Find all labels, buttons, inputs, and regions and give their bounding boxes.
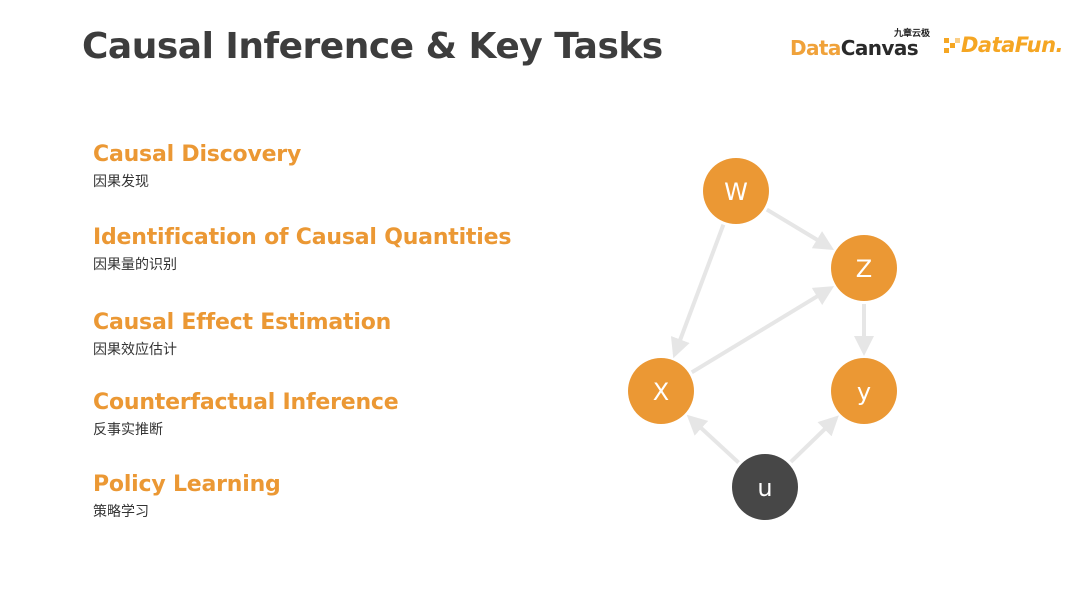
node-y: y [831,358,897,424]
node-label: X [653,378,669,406]
edge-u-to-y [789,415,839,464]
graph-edges [670,207,874,465]
edge-X-to-Z [690,286,835,375]
node-circle [831,235,897,301]
task-item: Identification of Causal Quantities 因果量的… [93,223,511,275]
task-subtitle: 策略学习 [93,504,149,520]
node-label: W [724,178,748,206]
datafun-pixel-icon [944,38,960,54]
task-title: Policy Learning [93,472,281,497]
task-item: Causal Effect Estimation 因果效应估计 [93,308,391,360]
task-title: Causal Discovery [93,142,302,167]
task-subtitle: 因果量的识别 [93,257,177,273]
node-Z: Z [831,235,897,301]
datacanvas-logo-chinese: 九章云极 [893,29,930,39]
task-title: Causal Effect Estimation [93,310,392,335]
task-item: Policy Learning 策略学习 [93,470,281,522]
datafun-logo-text: DataFun. [961,33,1064,57]
task-item: Causal Discovery 因果发现 [93,140,301,192]
datafun-logo: DataFun. [944,32,1074,64]
task-title: Counterfactual Inference [93,390,399,415]
datacanvas-logo-data: Data [790,36,841,60]
task-subtitle: 因果发现 [93,174,149,190]
datacanvas-logo-wordmark: DataCanvas [790,36,919,60]
task-item: Counterfactual Inference 反事实推断 [93,388,399,440]
datacanvas-logo-canvas: Canvas [840,36,919,60]
node-label: y [857,378,871,406]
edge-W-to-Z [765,207,835,250]
node-circle [703,158,769,224]
node-X: X [628,358,694,424]
node-W: W [703,158,769,224]
edge-u-to-X [686,414,740,465]
node-label: Z [856,255,872,283]
task-subtitle: 反事实推断 [93,422,163,438]
node-circle [628,358,694,424]
node-circle [831,358,897,424]
edge-W-to-X [670,224,726,359]
task-title: Identification of Causal Quantities [93,225,512,250]
node-label: u [757,474,772,502]
node-circle [732,454,798,520]
slide-title: Causal Inference & Key Tasks [82,26,663,67]
datacanvas-logo: 九章云极 DataCanvas [790,24,930,64]
node-u: u [732,454,798,520]
task-subtitle: 因果效应估计 [93,342,177,358]
